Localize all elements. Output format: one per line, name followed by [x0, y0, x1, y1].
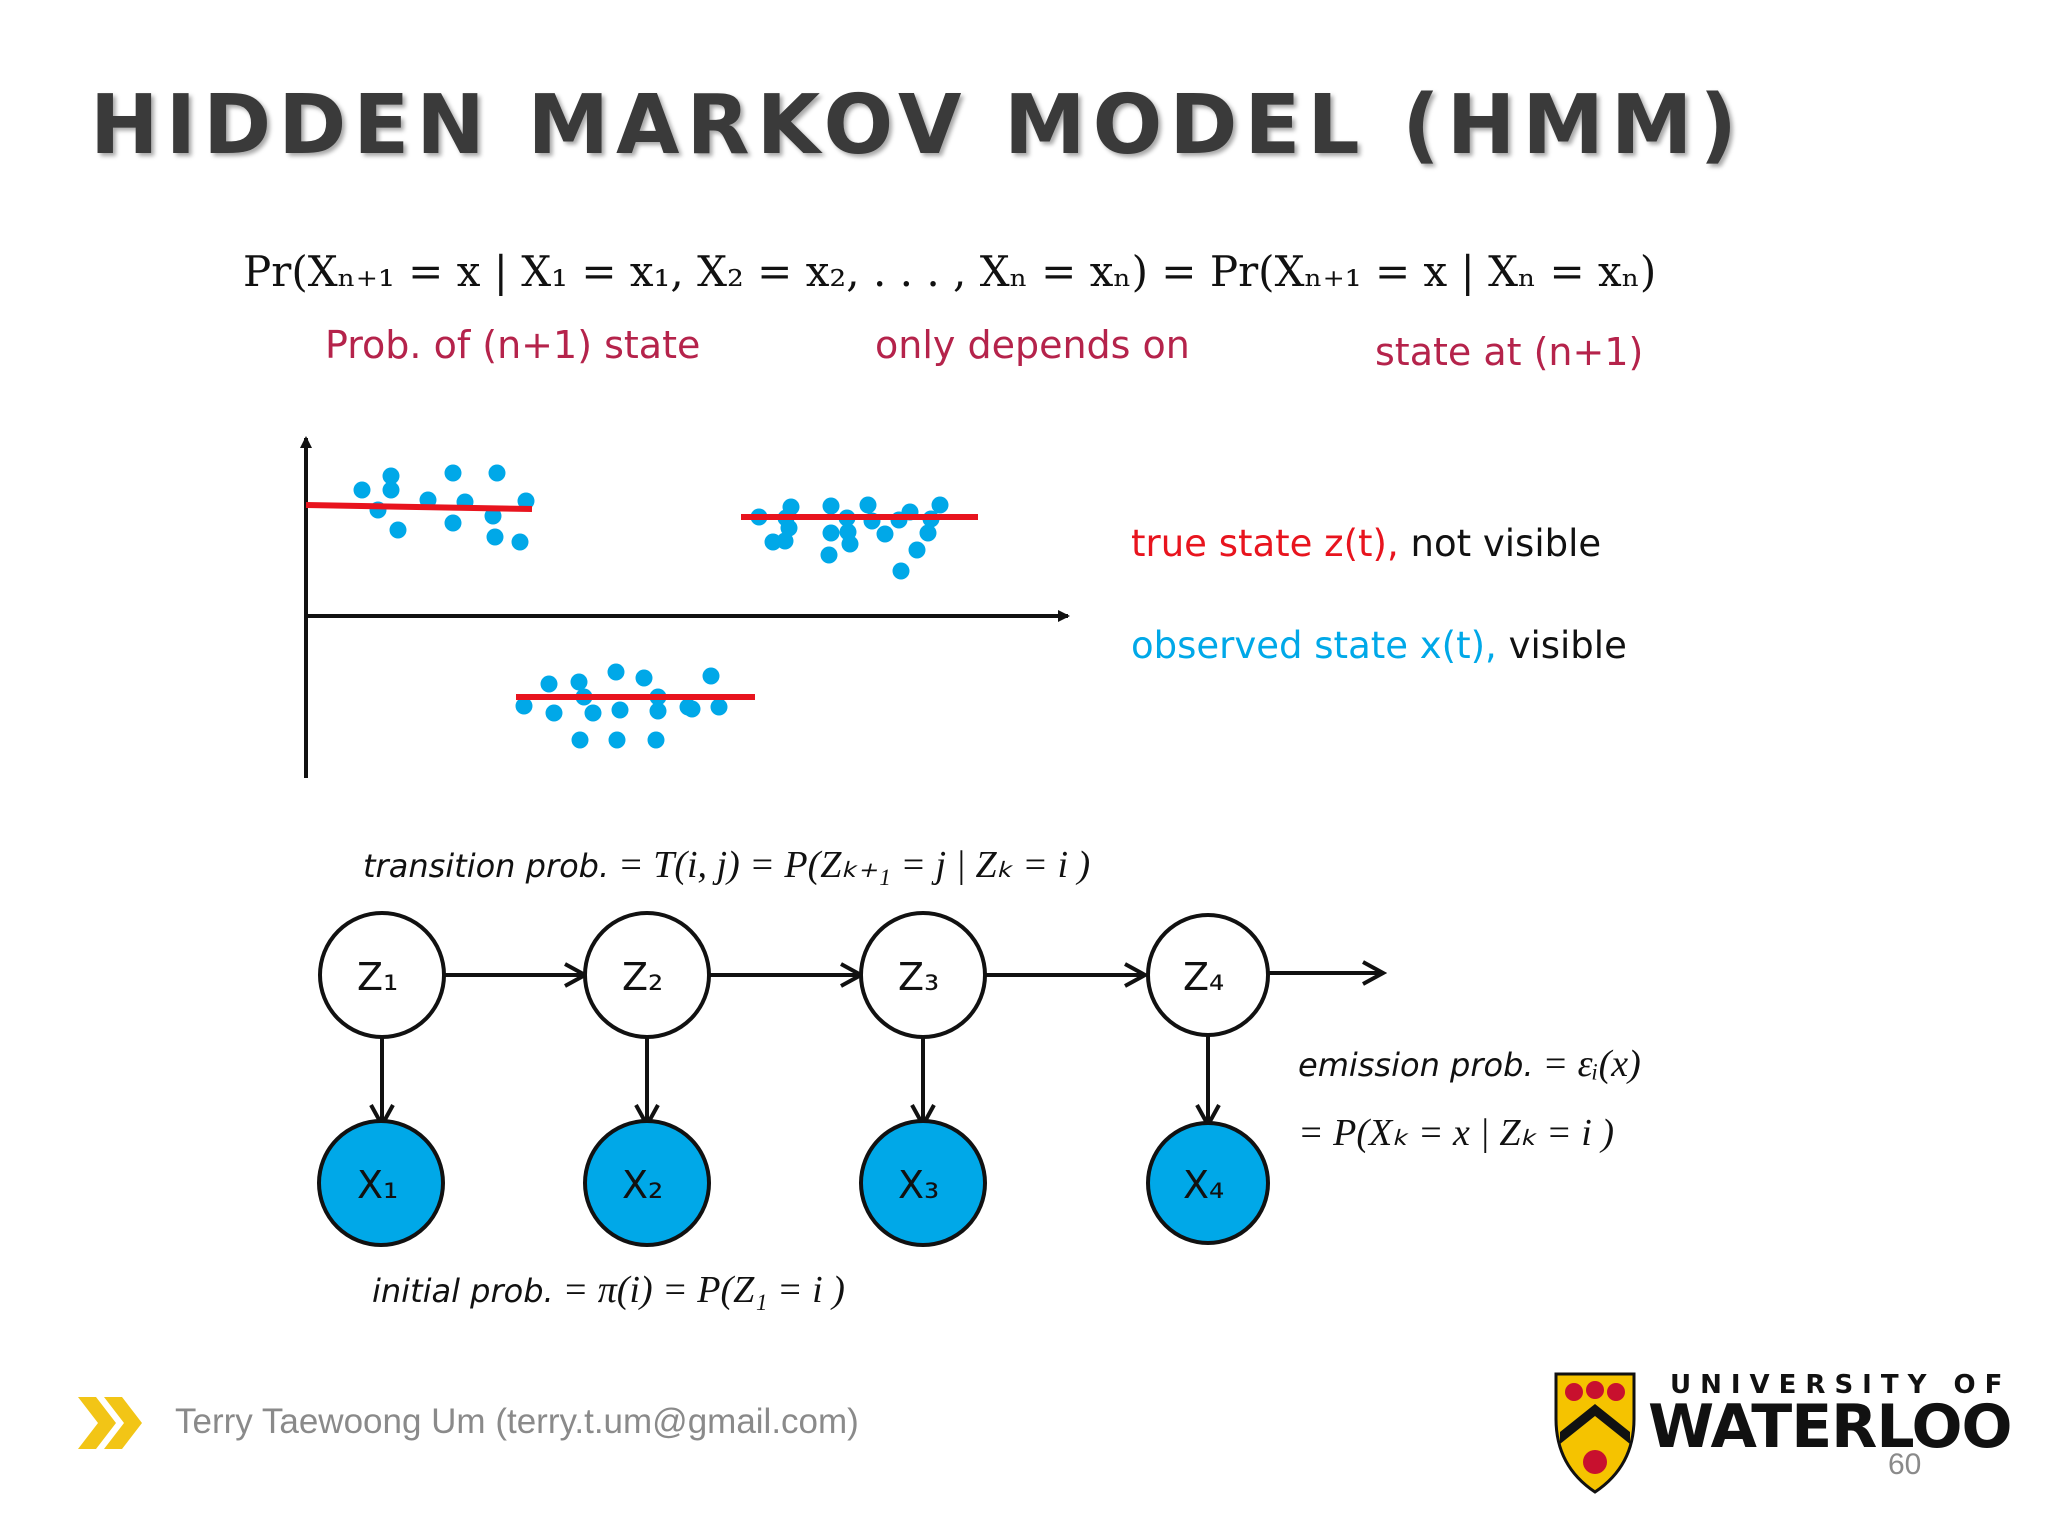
observed-state-nodes [317, 1119, 1270, 1247]
observation-dot [710, 698, 728, 716]
university-label: UNIVERSITY OF [1670, 1370, 2012, 1400]
observation-dot [892, 562, 910, 580]
observation-dot [486, 528, 504, 546]
observation-dot [702, 667, 720, 685]
markov-equation: Pr(Xₙ₊₁ = x | X₁ = x₁, X₂ = x₂, . . . , … [243, 247, 1657, 296]
waterloo-crest-logo [1554, 1372, 1636, 1494]
transition-expression: = T(i, j) = P(Zₖ₊₁ = j | Zₖ = i ) [618, 844, 1091, 886]
node-x2 [583, 1119, 711, 1247]
observation-dot [607, 663, 625, 681]
emission-expression-1: = εᵢ(x) [1542, 1043, 1641, 1085]
observation-dot [515, 697, 533, 715]
observation-dot [444, 514, 462, 532]
node-label-z1: Z₁ [357, 955, 399, 999]
hidden-state-nodes [318, 911, 1270, 1039]
emission-formula: emission prob. = εᵢ(x) [1298, 1042, 1641, 1086]
observation-dot [822, 497, 840, 515]
observation-dot [820, 546, 838, 564]
observation-dot [540, 675, 558, 693]
observation-dot [647, 731, 665, 749]
emission-expression-2: = P(Xₖ = x | Zₖ = i ) [1298, 1112, 1615, 1154]
slide-title: HIDDEN MARKOV MODEL (HMM) [90, 78, 1745, 173]
illustration-axes [300, 436, 1070, 778]
node-z3 [859, 911, 987, 1039]
transition-formula: transition prob. = T(i, j) = P(Zₖ₊₁ = j … [363, 842, 1090, 887]
hmm-chain-arrows [382, 973, 1383, 1125]
observation-dot [444, 464, 462, 482]
observation-dot [876, 525, 894, 543]
annotation-only-depends-on: only depends on [875, 323, 1190, 367]
node-label-z4: Z₄ [1183, 955, 1225, 999]
initial-formula: initial prob. = π(i) = P(Z₁ = i ) [372, 1268, 845, 1312]
observation-dot [570, 673, 588, 691]
observation-dot [517, 492, 535, 510]
node-x4 [1146, 1121, 1270, 1245]
observation-dot [635, 669, 653, 687]
annotation-prob-next-state: Prob. of (n+1) state [325, 323, 701, 367]
observation-dot [782, 498, 800, 516]
node-z4 [1146, 913, 1270, 1037]
annotation-state-at-n1: state at (n+1) [1375, 330, 1644, 374]
legend-true-state-note: not visible [1398, 522, 1602, 565]
true-state-line [305, 502, 533, 512]
transition-label: transition prob. [363, 847, 610, 885]
observation-dot [780, 519, 798, 537]
legend-observed-state: observed state x(t), visible [1131, 624, 1627, 667]
footer-chevron-icon [78, 1397, 142, 1449]
observation-dot [822, 524, 840, 542]
footer-author: Terry Taewoong Um (terry.t.um@gmail.com) [175, 1402, 859, 1441]
legend-observed-state-note: visible [1496, 624, 1627, 667]
observation-dot [841, 535, 859, 553]
observation-dot [488, 464, 506, 482]
node-label-x3: X₃ [898, 1163, 940, 1207]
observation-dot [611, 701, 629, 719]
node-label-z2: Z₂ [622, 955, 664, 999]
observation-dot [484, 507, 502, 525]
legend-observed-state-label: observed state x(t), [1131, 624, 1497, 667]
initial-expression: = π(i) = P(Z₁ = i ) [562, 1269, 845, 1311]
observation-dot [919, 524, 937, 542]
legend-true-state: true state z(t), not visible [1131, 522, 1601, 565]
node-z2 [583, 911, 711, 1039]
university-name: WATERLOO [1648, 1392, 2012, 1462]
observation-dot [511, 533, 529, 551]
legend-true-state-label: true state z(t), [1131, 522, 1399, 565]
observation-dot [584, 704, 602, 722]
observation-dot [908, 541, 926, 559]
observation-dot [353, 481, 371, 499]
observation-dot [389, 521, 407, 539]
state-clusters [305, 464, 978, 749]
observation-dot [649, 702, 667, 720]
node-label-x2: X₂ [622, 1163, 664, 1207]
node-label-z3: Z₃ [898, 955, 940, 999]
emission-label: emission prob. [1298, 1046, 1534, 1084]
observation-dot [382, 467, 400, 485]
observation-dot [545, 704, 563, 722]
observation-dot [382, 481, 400, 499]
page-number: 60 [1888, 1448, 1922, 1481]
observation-dot [776, 532, 794, 550]
observation-dot [859, 496, 877, 514]
node-label-x1: X₁ [357, 1163, 399, 1207]
observation-dot [608, 731, 626, 749]
node-z1 [318, 911, 446, 1039]
node-label-x4: X₄ [1183, 1163, 1225, 1207]
node-x3 [859, 1119, 987, 1247]
initial-label: initial prob. [372, 1272, 554, 1310]
node-x1 [317, 1119, 445, 1247]
observation-dot [931, 496, 949, 514]
observation-dot [683, 700, 701, 718]
observation-dot [571, 731, 589, 749]
